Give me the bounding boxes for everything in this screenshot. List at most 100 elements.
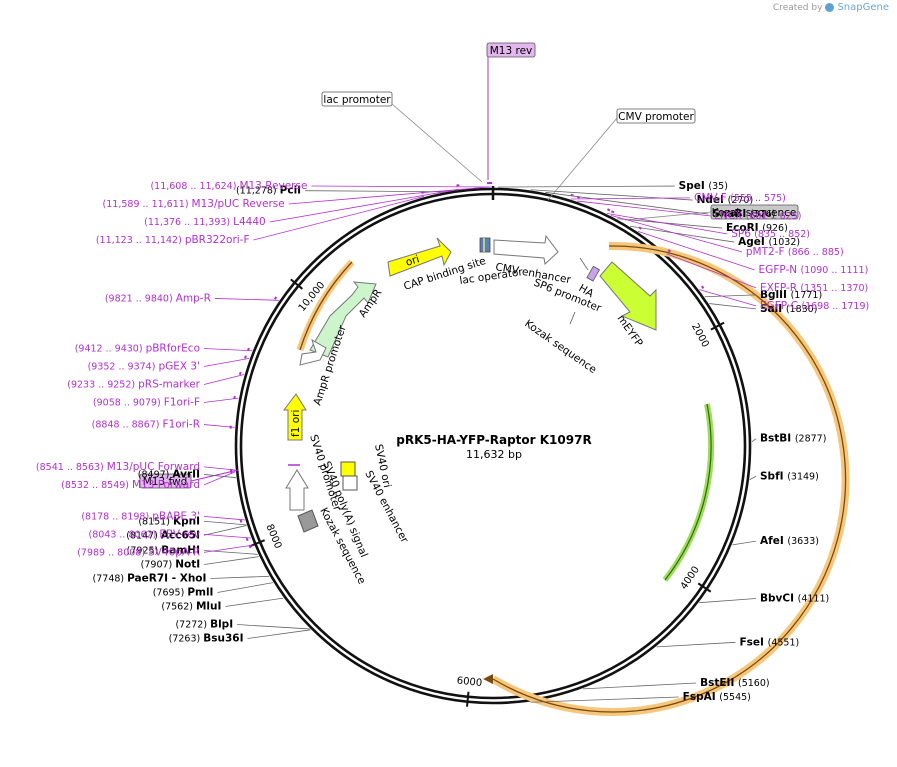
site-position: (270)	[728, 195, 754, 206]
kozak-leader	[569, 311, 576, 325]
primer-mark	[667, 249, 672, 253]
meyfp-feature	[599, 261, 657, 331]
primer-label: (8532 .. 8549) M13 Forward	[61, 479, 200, 491]
kozak-label: Kozak sequence	[522, 318, 598, 376]
primer-label: EXFP-R (1351 .. 1370)	[760, 282, 868, 294]
primer-label: (11,589 .. 11,611) M13/pUC Reverse	[103, 198, 285, 210]
site-name: AvrII	[172, 468, 200, 480]
ampr-promoter-feature	[299, 338, 327, 366]
restriction-site-label: (7263) Bsu36I	[169, 633, 244, 645]
primer-range: (9233 .. 9252)	[67, 380, 138, 391]
sv40-promoter-feature	[285, 469, 309, 511]
site-leader-line	[204, 556, 259, 565]
primer-label: (9412 .. 9430) pBRforEco	[75, 343, 200, 355]
site-leader-line	[699, 598, 757, 604]
site-name: PmlI	[187, 587, 213, 599]
primer-label: EGFP-C (1698 .. 1719)	[760, 300, 869, 312]
site-name: BstEII	[700, 677, 738, 689]
primer-leader-line	[577, 200, 711, 217]
raptor-orf-arrowhead	[483, 674, 493, 684]
site-position: (8147)	[126, 530, 161, 541]
site-name: PaeR7I - XhoI	[127, 573, 206, 585]
primer-leader-line	[610, 215, 743, 253]
site-leader-line	[225, 597, 284, 607]
m13-rev-label: M13 rev	[490, 45, 533, 57]
site-position: (7263)	[169, 634, 204, 645]
tick-mark	[697, 582, 712, 593]
primer-label: (11,376 .. 11,393) L4440	[144, 216, 266, 228]
primer-range: (11,608 .. 11,624)	[150, 181, 239, 192]
tick-mark	[466, 691, 470, 707]
primer-label: (7989 .. 8008) SV40pA-R	[77, 546, 200, 558]
restriction-site-label: NdeI (270)	[697, 194, 754, 206]
tick-label: 8000	[263, 523, 283, 551]
primer-leader-line	[203, 533, 251, 539]
primer-label: pMT2-F (866 .. 885)	[746, 246, 844, 258]
restriction-site-label: (7272) BlpI	[175, 619, 233, 631]
primer-mark	[606, 208, 611, 212]
site-leader-line	[617, 218, 723, 229]
site-leader-line	[732, 540, 757, 546]
site-position: (376)	[750, 209, 776, 220]
cmv-promoter-label: CMV promoter	[618, 111, 694, 123]
site-name: NotI	[175, 559, 200, 571]
primer-range: (8532 .. 8549)	[61, 480, 132, 491]
site-position: (3633)	[787, 536, 819, 547]
primer-leader-line	[666, 253, 757, 289]
primer-label: SP6 (835 .. 852)	[731, 228, 810, 240]
tick-label: 6000	[456, 676, 482, 689]
site-name: FspAI	[683, 691, 720, 703]
site-name: EcoRI	[726, 222, 762, 234]
primer-name: M13 Forward	[132, 479, 200, 491]
restriction-site-label: (8147) Acc65I	[126, 529, 200, 541]
primer-mark	[611, 210, 615, 214]
site-name: NdeI	[697, 194, 728, 206]
primer-range: (11,376 .. 11,393)	[144, 217, 233, 228]
primer-mark	[238, 371, 242, 376]
site-name: BlpI	[210, 619, 233, 631]
primer-range: (8848 .. 8867)	[92, 420, 163, 431]
site-position: (7907)	[141, 560, 176, 571]
primer-name: pGEX 3'	[158, 361, 200, 373]
lac-operator-feature	[479, 237, 491, 253]
lac-promoter-label: lac promoter	[323, 94, 391, 106]
primer-label: (11,123 .. 11,142) pBR322ori-F	[96, 234, 250, 246]
site-leader-line	[530, 696, 679, 703]
lac-promoter-box	[321, 91, 393, 107]
primer-name: SP6	[731, 228, 754, 240]
primer-name: EBV-rev	[159, 528, 200, 540]
site-name: BglII	[760, 289, 791, 301]
primer-mark	[570, 193, 574, 197]
restriction-site-label: BstEII (5160)	[700, 677, 770, 689]
f1-ori-label: f1 ori	[290, 410, 302, 437]
site-name: MluI	[196, 601, 221, 613]
site-position: (2877)	[795, 434, 827, 445]
site-name: Acc65I	[161, 529, 200, 541]
primer-label: (9233 .. 9252) pRS-marker	[67, 379, 200, 391]
restriction-site-label: FspAI (5545)	[683, 691, 751, 703]
primer-name: CMV-F	[694, 192, 730, 204]
ampr-highlight-line	[299, 261, 353, 351]
site-position: (35)	[708, 181, 728, 192]
site-position: (7562)	[161, 602, 196, 613]
site-leader-line	[247, 629, 311, 639]
primer-range: (9058 .. 9079)	[93, 398, 164, 409]
site-name: Bsu36I	[203, 633, 243, 645]
primer-label: (11,608 .. 11,624) M13 Reverse	[150, 180, 307, 192]
plasmid-title: pRK5-HA-YFP-Raptor K1097R	[396, 433, 591, 447]
primer-label: (8178 .. 8198) pBABE 3'	[81, 510, 200, 522]
primer-name: L4440	[233, 216, 266, 228]
site-name: KpnI	[173, 515, 200, 527]
primer-leader-line	[203, 466, 236, 471]
site-leader-line	[203, 474, 236, 479]
site-name: AgeI	[738, 236, 768, 248]
primer-range: (1090 .. 1111)	[800, 265, 868, 276]
primer-sites: CMV-F (555 .. 575)LNCX (601 .. 625)SP6 (…	[36, 180, 869, 558]
site-name: PciI	[280, 185, 301, 197]
primer-range: (866 .. 885)	[788, 247, 844, 258]
primer-range: (8043 .. 8062)	[88, 529, 159, 540]
primer-name: EGFP-N	[759, 264, 801, 276]
site-name: AfeI	[760, 535, 787, 547]
primer-mark	[576, 195, 581, 199]
cmv-enhancer-feature	[493, 234, 559, 265]
